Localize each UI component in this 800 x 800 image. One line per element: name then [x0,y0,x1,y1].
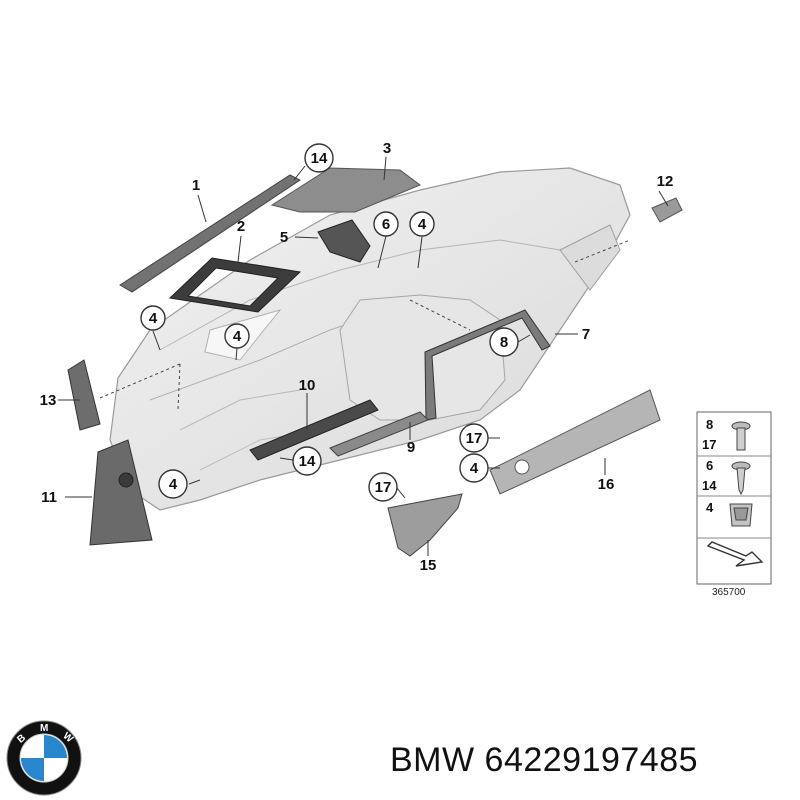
callout-1: 1 [192,177,200,194]
screw-icon [731,421,751,451]
svg-text:M: M [40,723,48,734]
legend-row1-bottom: 17 [702,437,716,452]
callout-5: 5 [280,229,288,246]
callout-4-top: 4 [418,216,427,233]
callout-13: 13 [40,392,57,409]
diagram-reference-number: 365700 [712,587,746,598]
callout-2: 2 [237,218,245,235]
clip-nut-icon [729,503,753,527]
callout-3: 3 [383,140,391,157]
callout-16: 16 [598,476,615,493]
part-number-label: BMW 64229197485 [390,741,699,779]
part-7-trim-frame [424,309,551,421]
fastener-legend: 8 17 6 14 4 365700 [696,411,772,598]
callout-6: 6 [382,216,390,233]
callout-4-left: 4 [149,310,158,327]
leader-lines [58,156,669,556]
legend-row3-top: 4 [706,500,714,515]
part-1-defroster-grille [119,174,301,293]
callout-4-right: 4 [470,460,479,477]
callout-4-lower: 4 [169,476,178,493]
legend-row2-top: 6 [706,458,713,473]
callout-4-mid: 4 [233,328,242,345]
callout-10: 10 [299,377,316,394]
bmw-logo: B M W [6,720,82,796]
callout-11: 11 [41,489,57,506]
part-12-trim [651,197,683,223]
part-9-trim-strip [329,411,429,457]
callout-14-bottom: 14 [299,453,316,470]
legend-row1-top: 8 [706,417,713,432]
callout-7: 7 [582,326,590,343]
callout-12: 12 [657,173,674,190]
part-10-trim-strip [249,399,379,461]
part-11-knee-panel [89,439,153,546]
tapping-screw-icon [731,461,751,496]
part-16-hole [514,459,530,475]
part-13-side-trim [67,359,101,431]
dashboard-assembly [109,167,631,511]
part-2-display-frame [168,257,302,313]
callout-14-top: 14 [311,150,328,167]
callout-8: 8 [500,334,508,351]
part-3-top-cover [270,167,422,213]
callout-9: 9 [407,439,415,456]
callout-17-lower: 17 [375,479,392,496]
legend-row2-bottom: 14 [702,478,717,493]
part-16-decor-trim [489,389,661,495]
part-11-button-hole [118,472,134,488]
callout-labels: 1 2 3 14 5 6 4 12 4 4 8 7 13 10 9 14 11 … [40,140,674,574]
reference-arrow-icon [706,541,764,567]
callout-15: 15 [420,557,437,574]
part-5-cover [317,219,371,263]
callout-17-right: 17 [466,430,483,447]
part-15-trim-bracket [387,493,463,557]
dashed-leaders [99,239,631,411]
